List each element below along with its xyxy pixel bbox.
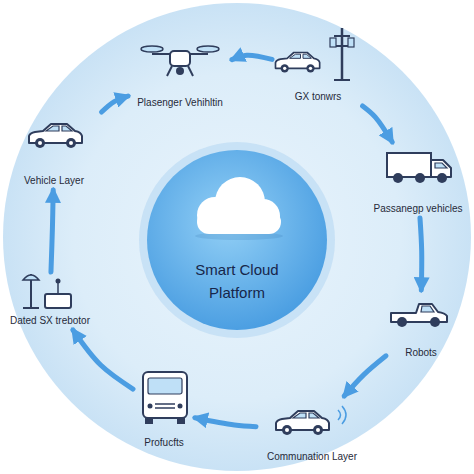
platform-circle: Smart Cloud Platform xyxy=(147,150,327,330)
vehicle-node: Communation Layer xyxy=(256,396,368,466)
van-wheel xyxy=(177,418,185,424)
vehicle-node: Passanegp vehicles xyxy=(366,142,470,218)
truck-icon xyxy=(387,153,451,183)
tower-base xyxy=(23,307,39,309)
cloud-shadow xyxy=(195,232,283,240)
tower-bar xyxy=(334,35,350,37)
connected-car-icon xyxy=(276,406,346,435)
car-icon xyxy=(276,411,329,435)
van-wheel xyxy=(145,418,153,424)
van-light xyxy=(148,404,153,409)
drone-body xyxy=(170,51,190,66)
truck-icon xyxy=(387,153,451,183)
drone-leg xyxy=(188,66,193,76)
node-label: GX tonwrs xyxy=(295,91,342,103)
van-light xyxy=(178,404,183,409)
cloud-base xyxy=(197,210,281,234)
vehicle-icon xyxy=(29,124,82,148)
vehicle-node: Plasenger Vehihltin xyxy=(128,38,232,112)
flow-arrow xyxy=(363,106,393,142)
pickup-icon xyxy=(391,304,447,327)
vehicle-node: Profucfts xyxy=(133,372,195,452)
van-grille xyxy=(155,403,175,405)
antenna-dish xyxy=(23,275,39,280)
pickup-icon xyxy=(391,304,447,327)
vehicle-node: GX tonwrs xyxy=(272,28,364,106)
flow-arrow xyxy=(195,418,256,427)
rotor xyxy=(197,46,219,52)
node-label: Profucfts xyxy=(144,437,183,449)
tower-car-icon xyxy=(276,28,355,80)
van-body xyxy=(143,372,187,418)
cloud-puff xyxy=(215,177,265,227)
car-icon xyxy=(29,124,82,148)
station-mast xyxy=(57,282,59,294)
drone-camera xyxy=(176,67,184,75)
cloud-puff xyxy=(197,197,233,233)
edge-layer xyxy=(51,55,422,426)
signal-wave xyxy=(338,410,341,420)
flow-arrow xyxy=(420,218,422,290)
node-label: Plasenger Vehihltin xyxy=(137,97,223,109)
van-windshield xyxy=(148,378,182,394)
vehicle-node: Robots xyxy=(386,290,456,362)
station-tip xyxy=(56,279,61,284)
vehicle-node: Dated SX trebotor xyxy=(2,272,98,330)
station-box xyxy=(45,294,71,308)
outer-disc xyxy=(3,3,471,471)
tower-base xyxy=(334,79,350,81)
antenna-panel xyxy=(330,38,336,47)
van-grille xyxy=(155,407,175,409)
node-label: Robots xyxy=(405,347,437,359)
van-icon xyxy=(143,372,187,424)
tower-bar xyxy=(336,45,348,47)
flow-arrow xyxy=(232,55,272,59)
hub-halo xyxy=(139,142,335,338)
signal-wave xyxy=(342,406,346,424)
vehicle-node: Vehicle Layer xyxy=(6,112,102,190)
node-label: Dated SX trebotor xyxy=(10,315,90,327)
cloud-puff xyxy=(246,199,280,233)
drone-leg xyxy=(167,66,172,76)
flow-arrow xyxy=(344,356,386,396)
antenna-panel xyxy=(348,38,354,47)
rotor xyxy=(141,46,163,52)
node-label: Passanegp vehicles xyxy=(374,203,463,215)
drone-icon xyxy=(141,46,219,76)
tower-icon xyxy=(23,274,71,308)
node-label: Smart Cloud Platform xyxy=(177,258,297,305)
platform-disc xyxy=(147,150,327,330)
flow-arrow xyxy=(51,190,53,272)
node-label: Communation Layer xyxy=(267,451,357,463)
node-label: Vehicle Layer xyxy=(24,175,84,187)
cloud-icon xyxy=(195,177,283,240)
flow-arrow xyxy=(102,96,128,112)
car-icon xyxy=(276,53,320,73)
flow-arrow xyxy=(73,330,133,389)
circle-outline xyxy=(147,150,327,330)
